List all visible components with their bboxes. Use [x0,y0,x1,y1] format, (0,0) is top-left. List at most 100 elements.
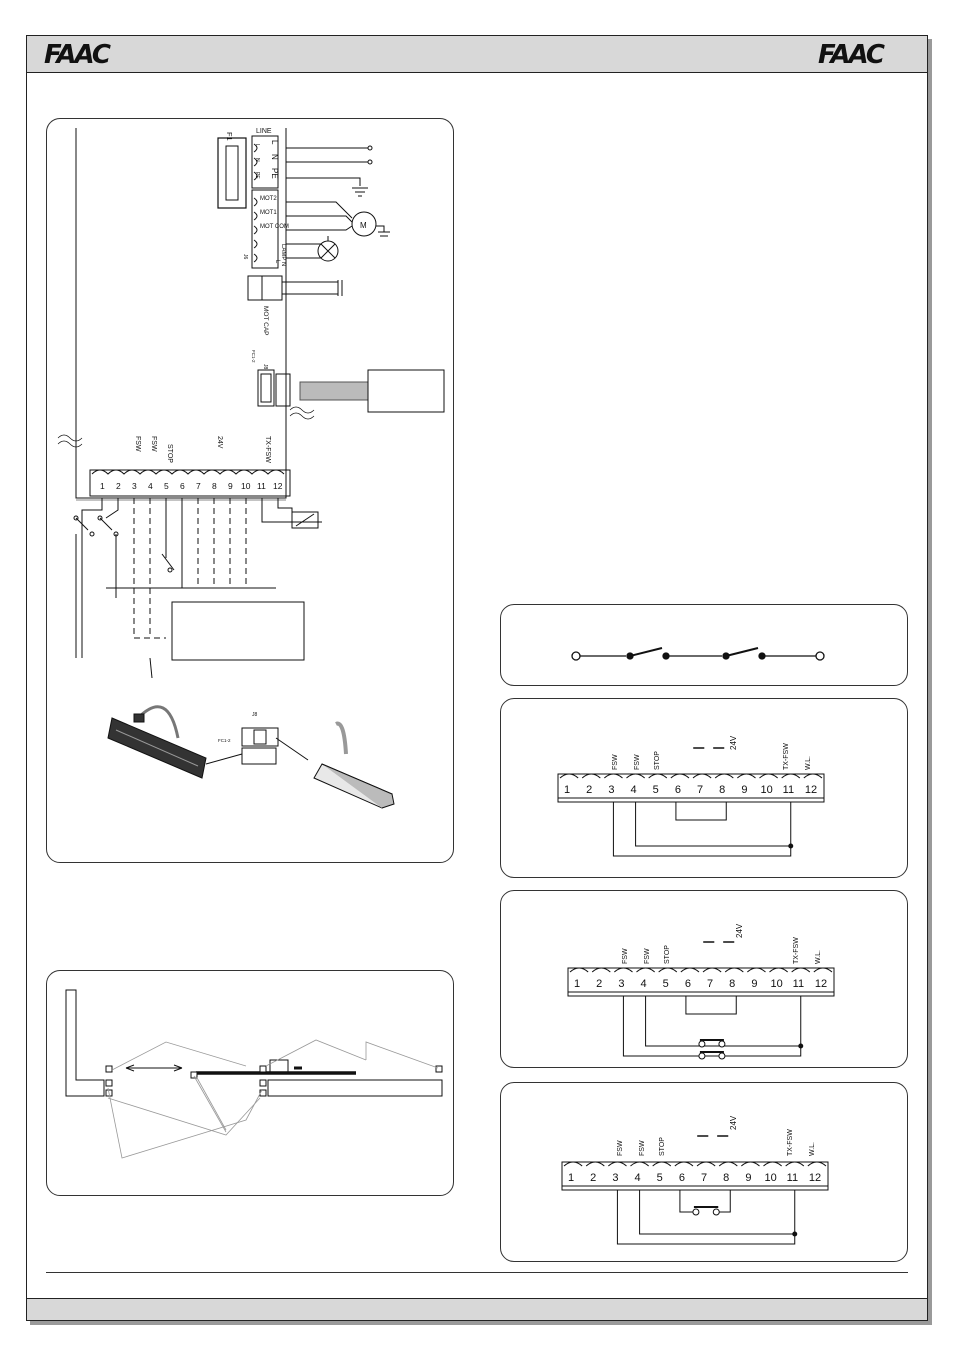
terminal-number: 11 [787,1172,798,1184]
encoder-connector-label: FC1-2 [251,350,256,363]
faac-logo-right: FAAC [818,40,885,70]
w2-label-fsw-2: FSW [644,948,651,964]
w3-label-wl: W.L. [809,1142,816,1156]
frame-shadow-bottom [30,1321,932,1325]
terminal-number: 7 [707,978,713,990]
w1-label-txfsw: TX-FSW [783,743,790,770]
board-terminal-number: 9 [228,481,233,491]
power-terminal-l: L [270,140,279,145]
footer-band [26,1298,928,1321]
terminal-number: 6 [675,784,681,796]
board-label-stop: STOP [166,444,173,463]
w1-label-24v: 24V [729,735,738,750]
w2-label-txfsw: TX-FSW [793,937,800,964]
w2-label-fsw-1: FSW [622,948,629,964]
terminal-number: 8 [719,784,725,796]
terminal-number: 2 [586,784,592,796]
w2-label-24v: 24V [735,923,744,938]
w3-label-fsw-2: FSW [639,1140,646,1156]
w3-label-stop: STOP [659,1137,666,1156]
terminal-number: 5 [653,784,659,796]
power-terminal-pe: PE [270,168,279,179]
terminal-number: 4 [631,784,637,796]
terminal-number: 6 [679,1172,685,1184]
motor-terminal-lamp: LAMP N [280,244,286,266]
series-contacts-panel [500,604,908,686]
power-block-header: LINE [256,128,272,135]
terminal-number: 12 [809,1172,821,1184]
accessory-connector-name: J8 [252,712,258,718]
motor-terminal-l: L [274,260,280,264]
terminal-number: 9 [741,784,747,796]
terminal-number: 3 [608,784,614,796]
board-terminal-number: 4 [148,481,153,491]
motor-symbol: M [360,221,367,230]
board-label-24v: 24V [216,436,223,449]
w1-label-fsw-2: FSW [634,754,641,770]
encoder-connector-name: J8 [262,364,268,370]
terminal-number: 6 [685,978,691,990]
wiring-panel-3 [500,1082,908,1262]
board-terminal-number: 6 [180,481,185,491]
power-small-pe: PE [254,172,260,179]
board-terminal-number: 10 [241,481,251,491]
terminal-number: 4 [635,1172,641,1184]
board-label-fsw-1: FSW [134,436,141,452]
terminal-number: 7 [697,784,703,796]
terminal-number: 11 [793,978,804,990]
terminal-number: 10 [765,1172,777,1184]
board-terminal-number: 11 [257,481,266,491]
terminal-number: 1 [574,978,580,990]
terminal-number: 10 [771,978,783,990]
terminal-number: 3 [612,1172,618,1184]
terminal-number: 5 [657,1172,663,1184]
terminal-number: 3 [618,978,624,990]
terminal-number: 12 [805,784,817,796]
terminal-number: 2 [590,1172,596,1184]
w1-label-stop: STOP [654,751,661,770]
power-small-l: L [254,144,260,147]
terminal-number: 7 [701,1172,707,1184]
board-label-fsw-2: FSW [150,436,157,452]
motor-terminal-mot2: MOT2 [260,196,277,202]
terminal-number: 5 [663,978,669,990]
footer-rule [46,1272,908,1273]
terminal-number: 8 [723,1172,729,1184]
accessory-connector-label: FC1-2 [218,738,231,743]
terminal-number: 12 [815,978,827,990]
photocell-layout-diagram [65,989,443,1159]
terminal-number: 4 [641,978,647,990]
board-terminal-number: 5 [164,481,169,491]
header-band [26,35,928,73]
power-small-n: N [254,158,260,162]
wiring-panel-1 [500,698,908,878]
terminal-number: 2 [596,978,602,990]
fuse-label: F1 [225,132,234,141]
capacitor-label: MOT CAP [262,306,269,336]
w3-label-24v: 24V [729,1115,738,1130]
motor-terminal-motcom: MOT COM [260,224,289,230]
board-terminal-number: 1 [100,481,105,491]
board-terminal-number: 2 [116,481,121,491]
series-contacts-diagram [571,647,825,661]
motor-terminal-mot1: MOT1 [260,210,277,216]
terminal-number: 11 [783,784,794,796]
w1-label-fsw-1: FSW [612,754,619,770]
terminal-number: 9 [745,1172,751,1184]
w2-label-wl: W.L. [815,950,822,964]
board-terminal-number: 7 [196,481,201,491]
terminal-number: 1 [568,1172,574,1184]
board-terminal-number: 12 [273,481,283,491]
terminal-number: 1 [564,784,570,796]
board-terminal-number: 3 [132,481,137,491]
terminal-number: 8 [729,978,735,990]
photocell-layout-panel [46,970,454,1196]
w1-label-wl: W.L. [805,756,812,770]
board-label-txfsw: TX-FSW [264,436,271,463]
power-terminal-n: N [270,154,279,160]
frame-shadow-right [928,39,932,1325]
w3-label-fsw-1: FSW [617,1140,624,1156]
